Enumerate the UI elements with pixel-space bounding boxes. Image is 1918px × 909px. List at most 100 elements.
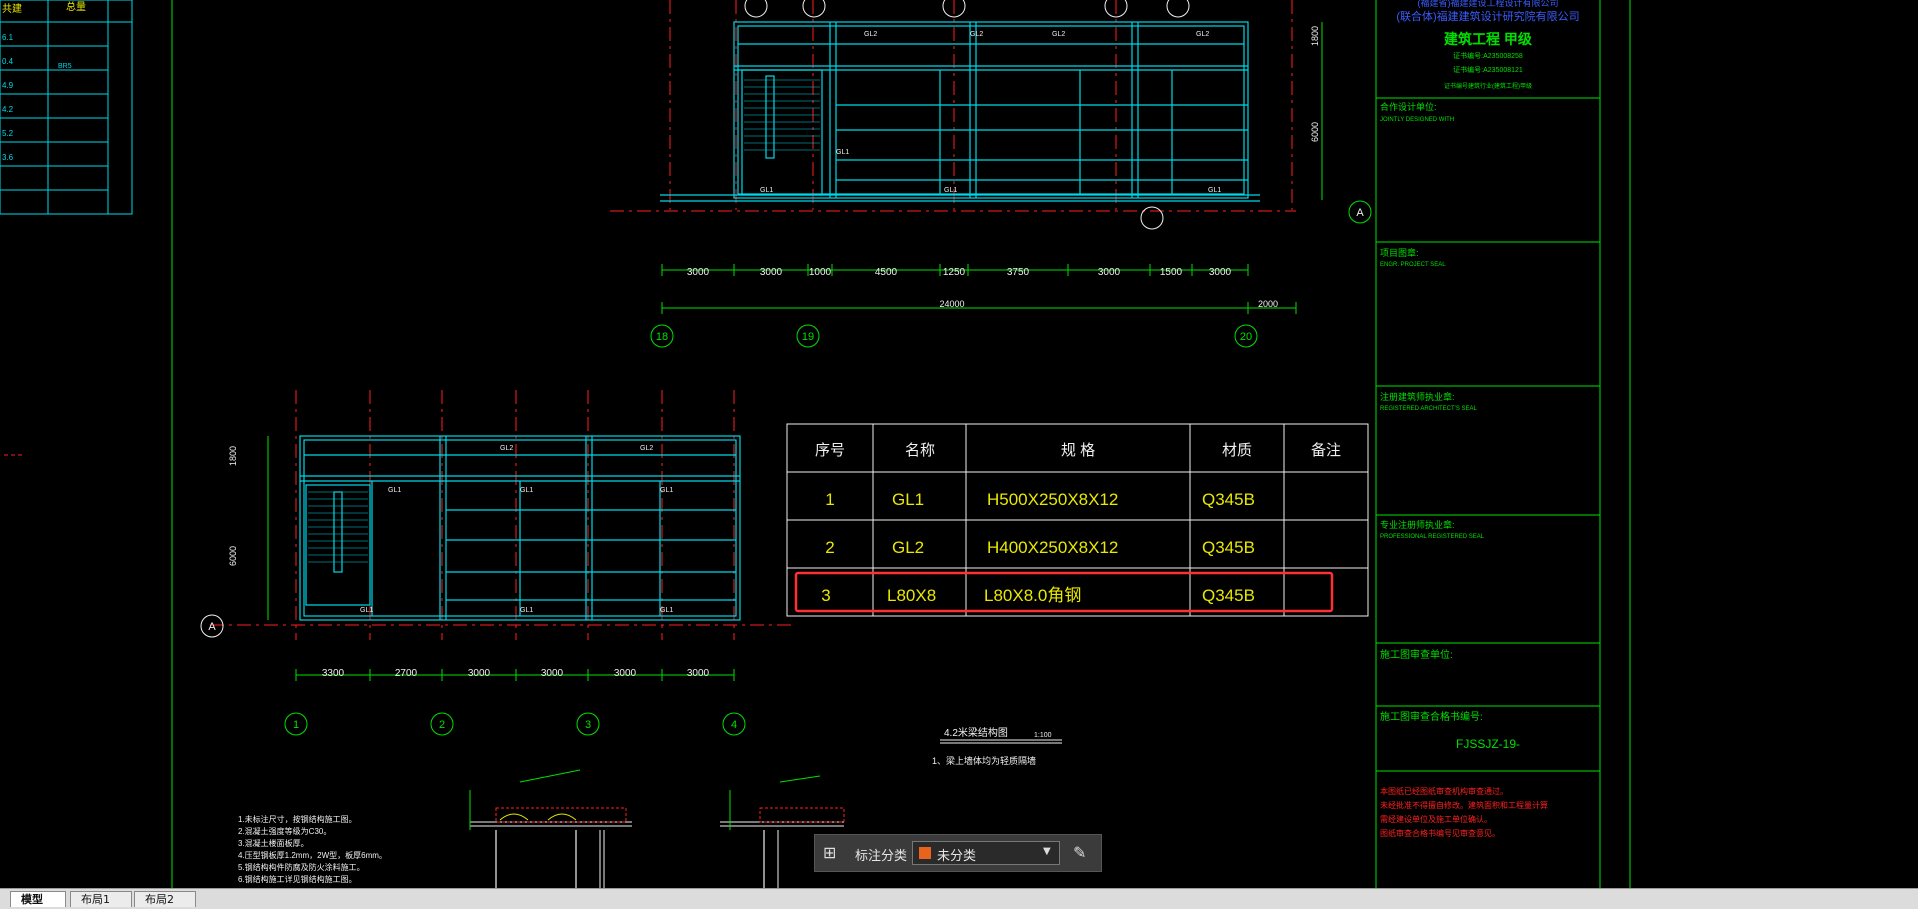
- tb-red-3: 需经建设单位及施工单位确认。: [1380, 814, 1492, 824]
- beam-label: GL1: [836, 149, 849, 156]
- beam-label: GL1: [388, 487, 401, 494]
- beam-label: GL1: [660, 487, 673, 494]
- top-dim-8: 1500: [1160, 267, 1183, 278]
- section-title-text: 4.2米梁结构图: [944, 726, 1008, 739]
- mt-row1-name: GL1: [892, 490, 924, 509]
- top-dim-4: 4500: [875, 267, 898, 278]
- cad-drawing-canvas[interactable]: 共建 总量 BR5 6.10.44.94.25.23.6: [0, 0, 1918, 888]
- chevron-down-icon[interactable]: ▼: [1043, 846, 1051, 857]
- tb-review-unit: 施工图审查单位:: [1380, 648, 1453, 661]
- color-swatch: [919, 847, 931, 859]
- tb-red-1: 本图纸已经图纸审查机构审查通过。: [1380, 786, 1508, 796]
- section-detail-1: [469, 769, 632, 888]
- top-vdim-2: 6000: [1310, 122, 1320, 142]
- annotation-category-toolbar: ⊞ 标注分类 未分类 ▼ ✎: [814, 834, 1102, 872]
- row-highlight-box: [794, 571, 1334, 613]
- note-2: 2.混凝土强度等级为C30。: [238, 826, 331, 836]
- bottom-dim-3: 3000: [468, 668, 491, 679]
- axis-4: 4: [731, 719, 737, 731]
- bottom-dim-1: 3300: [322, 668, 345, 679]
- tb-code1: 证书编号:A235008258: [1453, 51, 1523, 60]
- axis-1: 1: [293, 719, 299, 731]
- mt-row2-name: GL2: [892, 538, 924, 557]
- tb-red-2: 未经批准不得擅自修改。建筑面积和工程量计算: [1380, 800, 1548, 810]
- mt-header-note: 备注: [1311, 442, 1341, 459]
- axis-3: 3: [585, 719, 591, 731]
- mt-row1-mat: Q345B: [1202, 490, 1255, 509]
- axis-18: 18: [656, 331, 668, 343]
- bottom-dim-6: 3000: [687, 668, 710, 679]
- top-dim-3: 1000: [809, 267, 832, 278]
- tl-row-value: 6.1: [2, 33, 14, 42]
- mt-row2-spec: H400X250X8X12: [987, 538, 1118, 557]
- top-dim-7: 3000: [1098, 267, 1121, 278]
- axis-a-bottom: A: [208, 621, 216, 633]
- bottom-vdim-2: 6000: [228, 546, 238, 566]
- material-table: 序号 名称 规 格 材质 备注 1 GL1 H500X250X8X12 Q345…: [786, 423, 1369, 617]
- mt-row1-spec: H500X250X8X12: [987, 490, 1118, 509]
- section-note: 1、梁上墙体均为轻质隔墙: [932, 755, 1036, 766]
- tb-prof-cn: 专业注册师执业章:: [1380, 519, 1455, 530]
- mt-row2-mat: Q345B: [1202, 538, 1255, 557]
- tb-review-no: 施工图审查合格书编号:: [1380, 710, 1483, 723]
- tb-arch-cn: 注册建筑师执业章:: [1380, 391, 1455, 402]
- bottom-dim-4: 3000: [541, 668, 564, 679]
- beam-label: GL1: [660, 607, 673, 614]
- tl-row-value: 5.2: [2, 129, 14, 138]
- layout-tab-bar: 模型 布局1 布局2: [0, 888, 1918, 909]
- mt-row3-no: 3: [821, 586, 830, 605]
- beam-label: GL2: [970, 31, 983, 38]
- note-1: 1.未标注尺寸，按钢结构施工图。: [238, 814, 357, 824]
- top-dim-1: 3000: [687, 267, 710, 278]
- tab-model[interactable]: 模型: [10, 891, 66, 907]
- note-6: 6.钢结构施工详见钢结构施工图。: [238, 874, 357, 884]
- mt-header-name: 名称: [905, 442, 935, 459]
- tl-tag: BR5: [58, 63, 72, 70]
- tb-joint-en: JOINTLY DESIGNED WITH: [1380, 117, 1454, 123]
- mt-row2-no: 2: [825, 538, 834, 557]
- tb-code2: 证书编号:A235008121: [1453, 65, 1523, 74]
- mt-row3-name: L80X8: [887, 586, 936, 605]
- beam-label: GL1: [520, 607, 533, 614]
- tl-row-value: 4.2: [2, 105, 14, 114]
- section-title: 4.2米梁结构图 1:100 1、梁上墙体均为轻质隔墙: [932, 726, 1062, 766]
- note-4: 4.压型钢板厚1.2mm，2W型，板厚6mm。: [238, 850, 387, 860]
- tl-row-value: 3.6: [2, 153, 14, 162]
- tab-layout2[interactable]: 布局2: [134, 891, 196, 907]
- axis-a-top: A: [1356, 207, 1364, 219]
- mt-row3-mat: Q345B: [1202, 586, 1255, 605]
- edit-icon[interactable]: ✎: [1073, 843, 1087, 862]
- axis-2: 2: [439, 719, 445, 731]
- grid-icon[interactable]: ⊞: [823, 843, 837, 862]
- mt-header-mat: 材质: [1222, 442, 1252, 459]
- section-scale: 1:100: [1034, 732, 1052, 739]
- tl-row-value: 4.9: [2, 81, 14, 90]
- annotation-category-select[interactable]: 未分类 ▼: [912, 841, 1060, 865]
- tab-layout1[interactable]: 布局1: [70, 891, 132, 907]
- top-vdim-1: 1800: [1310, 26, 1320, 46]
- top-dim-6: 3750: [1007, 267, 1030, 278]
- tb-prof-en: PROFESSIONAL REGISTERED SEAL: [1380, 534, 1485, 540]
- note-3: 3.混凝土楼面板厚。: [238, 838, 309, 848]
- tl-row-value: 0.4: [2, 57, 14, 66]
- section-detail-2: [720, 775, 845, 888]
- tb-license: 建筑工程 甲级: [1444, 31, 1533, 47]
- top-dim-9: 3000: [1209, 267, 1232, 278]
- top-plan-right-dim: 2000: [1258, 299, 1278, 309]
- tb-arch-en: REGISTERED ARCHITECT'S SEAL: [1380, 406, 1477, 412]
- mt-row1-no: 1: [825, 490, 834, 509]
- beam-label: GL1: [760, 187, 773, 194]
- mt-row3-spec: L80X8.0角钢: [984, 586, 1081, 605]
- beam-label: GL1: [944, 187, 957, 194]
- annotation-category-value: 未分类: [937, 849, 977, 864]
- general-notes: 1.未标注尺寸，按钢结构施工图。 2.混凝土强度等级为C30。 3.混凝土楼面板…: [238, 814, 387, 884]
- beam-label: GL2: [1052, 31, 1065, 38]
- tl-header-2: 总量: [66, 0, 86, 13]
- top-left-table: 共建 总量 BR5 6.10.44.94.25.23.6: [0, 0, 133, 215]
- tb-joint-cn: 合作设计单位:: [1380, 101, 1437, 112]
- annotation-category-label: 标注分类: [855, 849, 908, 864]
- mt-header-no: 序号: [815, 442, 845, 459]
- title-block: (福建省)福建建设工程设计有限公司 (联合体)福建建筑设计研究院有限公司 建筑工…: [1376, 0, 1600, 838]
